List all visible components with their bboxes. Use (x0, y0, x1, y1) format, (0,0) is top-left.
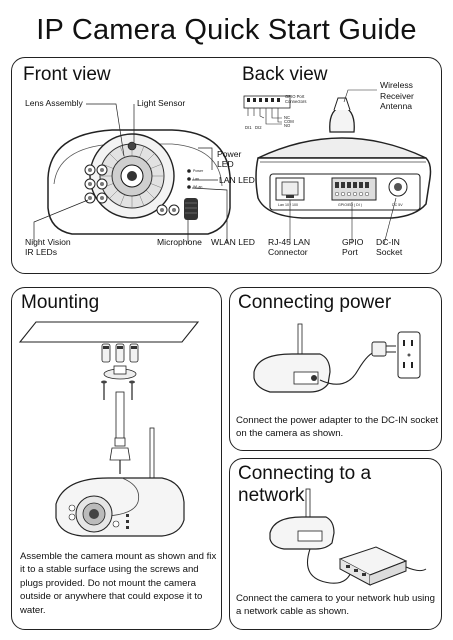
device-dc-text: DC 5V (392, 203, 403, 207)
wlan-led-text: WLan (193, 185, 203, 189)
back-view-camera-illustration (243, 89, 432, 245)
power-illustration (253, 323, 421, 393)
mounting-panel: Mounting Assemble the camera mount a (11, 287, 222, 630)
network-illustration (269, 488, 427, 586)
network-heading: Connecting to a network (238, 463, 372, 506)
power-panel: Connecting power Connect the power adapt… (229, 287, 442, 451)
power-led-label: Power LED (217, 149, 242, 169)
front-view-heading: Front view (23, 64, 111, 85)
gpio-inset-nc: NC (284, 115, 291, 120)
back-view-heading: Back view (242, 64, 328, 85)
mounting-heading: Mounting (21, 292, 100, 313)
light-sensor-label: Light Sensor (137, 98, 186, 108)
mounting-illustration (18, 321, 200, 537)
gpio-inset-di1: DI1 (245, 125, 252, 130)
dc-in-label: DC-IN Socket (376, 237, 403, 257)
microphone-label: Microphone (157, 237, 202, 247)
wireless-antenna-label: Wireless Receiver Antenna (380, 80, 414, 111)
gpio-inset-di2: DI2 (255, 125, 262, 130)
rj45-label: RJ-45 LAN Connector (268, 237, 311, 257)
gpio-inset-no: NO (284, 123, 291, 128)
device-lan-text: Lan 10 / 100 (278, 203, 298, 207)
night-vision-label: Night Vision IR LEDs (25, 237, 71, 257)
wlan-led-label: WLAN LED (211, 237, 255, 247)
lan-led-label: LAN LED (219, 175, 255, 185)
lens-assembly-label: Lens Assembly (25, 98, 83, 108)
network-panel: Connecting to a network Connect the came… (229, 458, 442, 630)
lan-led-text: Lan (193, 177, 199, 181)
device-gpio-text: GPIO/ED ( DI ) (338, 203, 362, 207)
power-caption: Connect the power adapter to the DC-IN s… (236, 415, 439, 440)
front-view-camera-illustration (33, 103, 231, 244)
power-heading: Connecting power (238, 292, 392, 313)
mounting-caption: Assemble the camera mount as shown and f… (20, 551, 217, 616)
page-title: IP Camera Quick Start Guide (36, 14, 417, 46)
views-panel: Front view Back view (11, 57, 442, 274)
network-caption: Connect the camera to your network hub u… (236, 593, 435, 618)
power-led-text: Power (193, 169, 204, 173)
gpio-inset-com: COM (284, 119, 294, 124)
gpio-inset-title: GPIO Port Connectors (285, 94, 307, 104)
gpio-port-label: GPIO Port (342, 237, 364, 257)
